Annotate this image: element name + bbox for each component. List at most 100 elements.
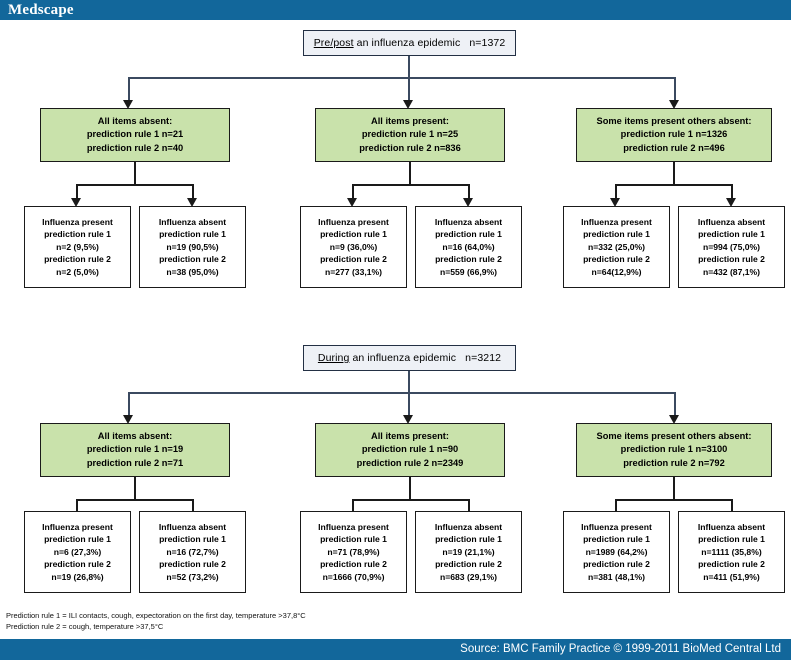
leaf-line: n=994 (75,0%) xyxy=(702,241,761,252)
group-line: prediction rule 1 n=3100 xyxy=(620,444,728,455)
leaf-line: n=64(12,9%) xyxy=(591,266,642,277)
leaf-line: n=1111 (35,8%) xyxy=(701,546,762,557)
leaf-line: prediction rule 2 xyxy=(44,559,111,570)
connector-leg-2c-left xyxy=(615,499,617,515)
leaf-line: prediction rule 1 xyxy=(44,229,111,240)
root-n-during: n=3212 xyxy=(465,352,502,364)
leaf-line: n=6 (27,3%) xyxy=(53,546,102,557)
connector-root-stem-2 xyxy=(408,371,410,393)
leaf-line: prediction rule 1 xyxy=(44,534,111,545)
connector-drop-2-a xyxy=(128,392,130,418)
leaf-node-prepost-all-absent-absent: Influenza absent prediction rule 1 n=19 … xyxy=(139,206,246,288)
group-line: Some items present others absent: xyxy=(596,115,752,126)
leaf-line: prediction rule 2 xyxy=(698,559,765,570)
arrowhead-1b-right xyxy=(463,198,473,207)
group-line: All items absent: xyxy=(97,430,173,441)
group-line: prediction rule 2 n=71 xyxy=(86,457,184,468)
leaf-line: prediction rule 1 xyxy=(583,229,650,240)
leaf-node-during-some-present-absent: Influenza absent prediction rule 1 n=111… xyxy=(678,511,785,593)
leaf-line: n=411 (51,9%) xyxy=(703,571,760,582)
arrowhead-1b-left xyxy=(347,198,357,207)
leaf-line: Influenza absent xyxy=(434,216,503,227)
group-node-prepost-some-present: Some items present others absent: predic… xyxy=(576,108,772,162)
leaf-line: prediction rule 1 xyxy=(435,534,502,545)
medscape-header-bar: Medscape xyxy=(0,0,791,20)
leaf-line: Influenza absent xyxy=(697,216,766,227)
leaf-line: prediction rule 1 xyxy=(698,229,765,240)
connector-spreader-1 xyxy=(128,77,676,79)
arrowhead-1c-left xyxy=(610,198,620,207)
leaf-line: Influenza absent xyxy=(158,216,227,227)
leaf-node-during-all-present-absent: Influenza absent prediction rule 1 n=19 … xyxy=(415,511,522,593)
source-text: Source: BMC Family Practice © 1999-2011 … xyxy=(460,643,781,655)
leaf-line: Influenza present xyxy=(318,216,389,227)
arrowhead-1a-left xyxy=(71,198,81,207)
connector-stem-1a xyxy=(134,162,136,186)
group-node-during-some-present: Some items present others absent: predic… xyxy=(576,423,772,477)
leaf-node-during-all-present-present: Influenza present prediction rule 1 n=71… xyxy=(300,511,407,593)
leaf-line: Influenza present xyxy=(581,216,652,227)
leaf-line: prediction rule 1 xyxy=(320,534,387,545)
connector-stem-2c xyxy=(673,477,675,501)
leaf-line: n=38 (95,0%) xyxy=(166,266,219,277)
leaf-line: prediction rule 1 xyxy=(320,229,387,240)
group-line: All items absent: xyxy=(97,115,173,126)
group-line: prediction rule 2 n=792 xyxy=(623,457,725,468)
group-node-prepost-all-absent: All items absent: prediction rule 1 n=21… xyxy=(40,108,230,162)
group-line: prediction rule 2 n=836 xyxy=(359,142,461,153)
root-label-underline-prepost: Pre/post xyxy=(313,37,354,49)
leaf-line: n=1666 (70,9%) xyxy=(322,571,385,582)
leaf-line: prediction rule 2 xyxy=(159,559,226,570)
connector-leg-1b-left xyxy=(352,184,354,200)
group-line: prediction rule 1 n=1326 xyxy=(620,129,728,140)
connector-split-1b xyxy=(352,184,470,186)
leaf-line: prediction rule 1 xyxy=(698,534,765,545)
connector-drop-1-c xyxy=(674,77,676,103)
connector-spreader-2 xyxy=(128,392,676,394)
leaf-line: prediction rule 2 xyxy=(435,559,502,570)
arrowhead-1-a xyxy=(123,100,133,109)
group-line: prediction rule 2 n=496 xyxy=(623,142,725,153)
leaf-line: n=277 (33,1%) xyxy=(324,266,383,277)
arrowhead-1a-right xyxy=(187,198,197,207)
group-node-during-all-present: All items present: prediction rule 1 n=9… xyxy=(315,423,505,477)
leaf-line: n=52 (73,2%) xyxy=(166,571,219,582)
arrowhead-1c-right xyxy=(726,198,736,207)
leaf-node-prepost-all-present-present: Influenza present prediction rule 1 n=9 … xyxy=(300,206,407,288)
root-label-rest-during: an influenza epidemic xyxy=(349,352,466,364)
footnotes: Prediction rule 1 = ILI contacts, cough,… xyxy=(6,611,306,632)
leaf-line: prediction rule 2 xyxy=(320,254,387,265)
source-bar: Source: BMC Family Practice © 1999-2011 … xyxy=(0,639,791,660)
connector-split-2b xyxy=(352,499,470,501)
group-line: prediction rule 1 n=21 xyxy=(86,129,184,140)
leaf-line: n=16 (72,7%) xyxy=(166,546,219,557)
leaf-line: Influenza present xyxy=(318,521,389,532)
connector-split-1a xyxy=(76,184,194,186)
group-line: prediction rule 1 n=25 xyxy=(361,129,459,140)
group-node-during-all-absent: All items absent: prediction rule 1 n=19… xyxy=(40,423,230,477)
leaf-line: n=559 (66,9%) xyxy=(439,266,498,277)
root-node-prepost: Pre/post an influenza epidemic n=1372 xyxy=(303,30,516,56)
leaf-line: prediction rule 1 xyxy=(435,229,502,240)
connector-split-2c xyxy=(615,499,733,501)
connector-leg-2a-left xyxy=(76,499,78,515)
group-line: All items present: xyxy=(370,430,449,441)
leaf-line: n=19 (90,5%) xyxy=(166,241,219,252)
connector-leg-1a-left xyxy=(76,184,78,200)
group-line: All items present: xyxy=(370,115,449,126)
leaf-line: Influenza present xyxy=(581,521,652,532)
connector-leg-2a-right xyxy=(192,499,194,515)
group-line: prediction rule 2 n=2349 xyxy=(356,457,464,468)
leaf-line: n=1989 (64,2%) xyxy=(585,546,648,557)
connector-stem-2a xyxy=(134,477,136,501)
arrowhead-1-c xyxy=(669,100,679,109)
leaf-line: prediction rule 2 xyxy=(583,559,650,570)
leaf-line: Influenza present xyxy=(42,216,113,227)
leaf-line: n=332 (25,0%) xyxy=(587,241,646,252)
arrowhead-1-b xyxy=(403,100,413,109)
leaf-line: prediction rule 2 xyxy=(583,254,650,265)
root-n-prepost: n=1372 xyxy=(469,37,506,49)
leaf-line: Influenza absent xyxy=(697,521,766,532)
leaf-line: prediction rule 1 xyxy=(159,229,226,240)
leaf-line: Influenza absent xyxy=(434,521,503,532)
